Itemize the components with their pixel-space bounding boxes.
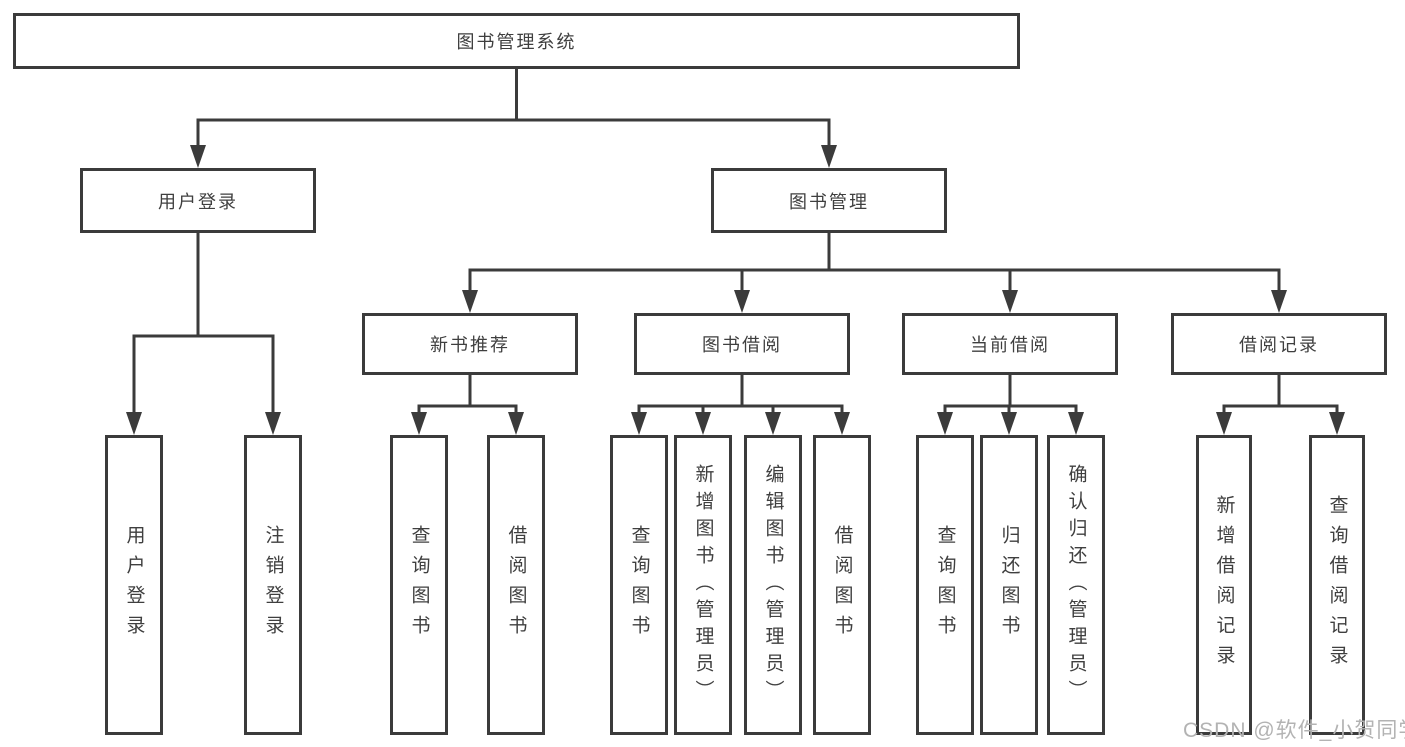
node-borrowing-records: 借阅记录 <box>1171 313 1387 375</box>
leaf-edit-books-admin: 编辑图书（管理员） <box>744 435 802 735</box>
node-label: 新书推荐 <box>430 335 510 355</box>
leaf-label: 查询图书 <box>408 525 430 645</box>
node-current-borrowing: 当前借阅 <box>902 313 1118 375</box>
leaf-label: 借阅图书 <box>831 525 853 645</box>
leaf-label: 新增图书（管理员） <box>692 463 714 707</box>
leaf-label: 查询图书 <box>628 525 650 645</box>
leaf-label: 查询图书 <box>934 525 956 645</box>
node-label: 图书借阅 <box>702 335 782 355</box>
node-book-management: 图书管理 <box>711 168 947 233</box>
node-label: 图书管理系统 <box>456 32 577 52</box>
node-label: 借阅记录 <box>1239 335 1319 355</box>
node-label: 图书管理 <box>789 191 869 212</box>
leaf-user-login: 用户登录 <box>105 435 163 735</box>
leaf-logout: 注销登录 <box>244 435 302 735</box>
leaf-label: 注销登录 <box>262 525 284 645</box>
leaf-borrow-books-2: 借阅图书 <box>813 435 871 735</box>
node-user-login: 用户登录 <box>80 168 316 233</box>
leaf-query-borrow-record: 查询借阅记录 <box>1309 435 1365 735</box>
leaf-label: 确认归还（管理员） <box>1065 463 1087 707</box>
leaf-label: 用户登录 <box>123 525 145 645</box>
leaf-query-books-1: 查询图书 <box>390 435 448 735</box>
leaf-add-borrow-record: 新增借阅记录 <box>1196 435 1252 735</box>
node-new-book-recommend: 新书推荐 <box>362 313 578 375</box>
node-label: 当前借阅 <box>970 335 1050 355</box>
leaf-label: 归还图书 <box>998 525 1020 645</box>
leaf-add-books-admin: 新增图书（管理员） <box>674 435 732 735</box>
leaf-label: 新增借阅记录 <box>1213 495 1235 675</box>
leaf-borrow-books-1: 借阅图书 <box>487 435 545 735</box>
node-label: 用户登录 <box>158 191 238 212</box>
node-library-management-system: 图书管理系统 <box>13 13 1020 69</box>
leaf-confirm-return-admin: 确认归还（管理员） <box>1047 435 1105 735</box>
leaf-label: 编辑图书（管理员） <box>762 463 784 707</box>
csdn-watermark: CSDN @软件_小贺同学 <box>1183 719 1405 742</box>
leaf-label: 查询借阅记录 <box>1326 495 1348 675</box>
leaf-query-books-2: 查询图书 <box>610 435 668 735</box>
leaf-query-books-3: 查询图书 <box>916 435 974 735</box>
node-book-borrowing: 图书借阅 <box>634 313 850 375</box>
leaf-return-books: 归还图书 <box>980 435 1038 735</box>
leaf-label: 借阅图书 <box>505 525 527 645</box>
